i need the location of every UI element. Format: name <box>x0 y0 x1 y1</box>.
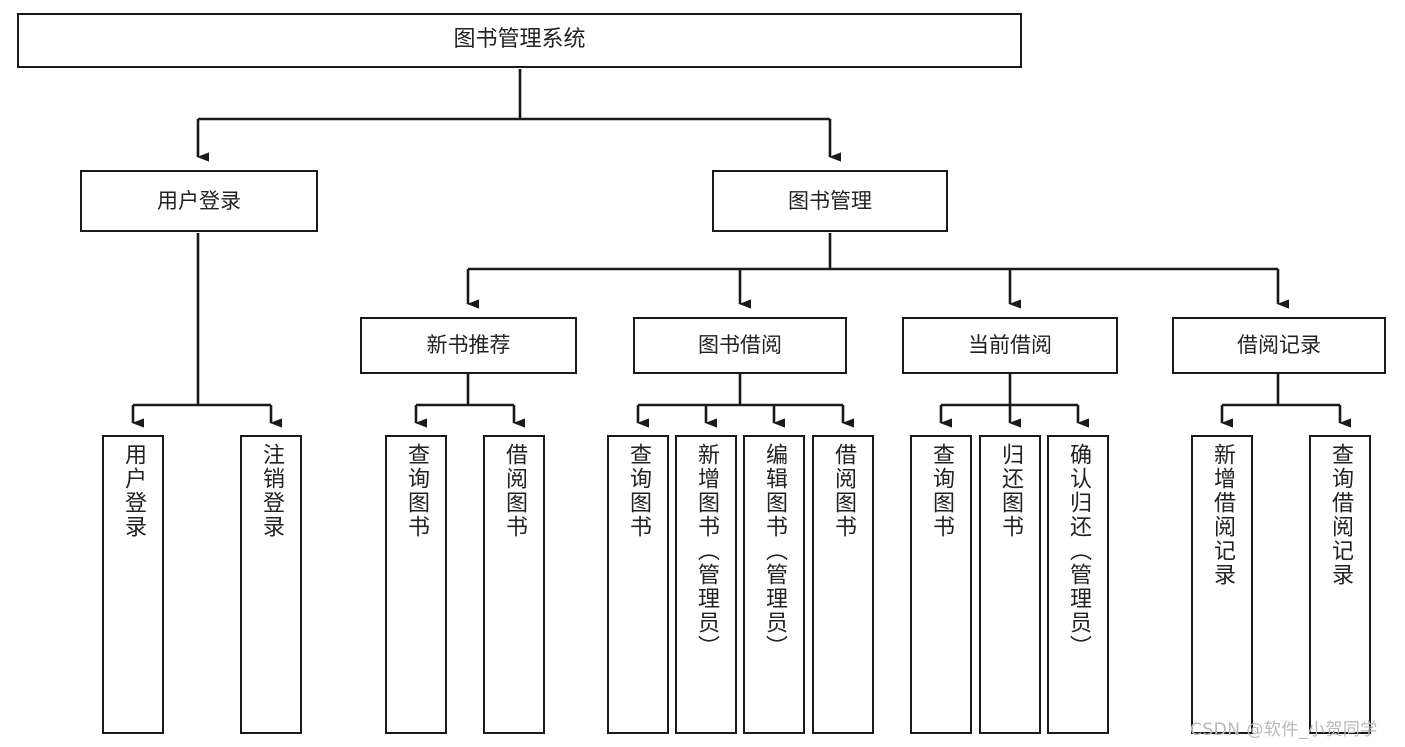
node-label: 查询图书 <box>626 443 651 539</box>
leaf-recommend-query-book[interactable]: 查询图书 <box>385 435 447 734</box>
node-label: 查询借阅记录 <box>1328 443 1353 587</box>
node-book-management[interactable]: 图书管理 <box>712 170 948 232</box>
node-label: 新增图书（管理员） <box>694 443 719 659</box>
leaf-recommend-borrow-book[interactable]: 借阅图书 <box>483 435 545 734</box>
node-label: 图书管理系统 <box>453 27 586 53</box>
node-user-login[interactable]: 用户登录 <box>80 170 318 232</box>
node-label: 当前借阅 <box>968 333 1052 358</box>
node-label: 归还图书 <box>998 443 1023 539</box>
node-label: 借阅图书 <box>502 443 527 539</box>
node-label: 编辑图书（管理员） <box>762 443 787 659</box>
leaf-borrow-query-book[interactable]: 查询图书 <box>607 435 669 734</box>
node-label: 查询图书 <box>929 443 954 539</box>
node-borrow-record[interactable]: 借阅记录 <box>1172 317 1386 374</box>
leaf-current-confirm-return-admin[interactable]: 确认归还（管理员） <box>1047 435 1109 734</box>
node-label: 新书推荐 <box>426 333 511 358</box>
leaf-borrow-borrow-book[interactable]: 借阅图书 <box>812 435 874 734</box>
node-label: 图书借阅 <box>698 333 782 358</box>
node-root-system[interactable]: 图书管理系统 <box>17 13 1022 68</box>
node-current-borrow[interactable]: 当前借阅 <box>902 317 1118 374</box>
node-label: 图书管理 <box>788 188 872 213</box>
leaf-record-add-record[interactable]: 新增借阅记录 <box>1191 435 1253 734</box>
node-book-borrow[interactable]: 图书借阅 <box>633 317 847 374</box>
leaf-current-query-book[interactable]: 查询图书 <box>910 435 972 734</box>
node-new-book-recommend[interactable]: 新书推荐 <box>360 317 577 374</box>
node-label: 用户登录 <box>157 188 241 213</box>
leaf-current-return-book[interactable]: 归还图书 <box>979 435 1041 734</box>
node-label: 借阅图书 <box>831 443 856 539</box>
node-label: 注销登录 <box>259 443 284 539</box>
leaf-user-login-logout[interactable]: 注销登录 <box>240 435 302 734</box>
leaf-record-query-record[interactable]: 查询借阅记录 <box>1309 435 1371 734</box>
node-label: 用户登录 <box>121 443 146 539</box>
leaf-borrow-edit-book-admin[interactable]: 编辑图书（管理员） <box>743 435 805 734</box>
node-label: 借阅记录 <box>1237 333 1321 358</box>
node-label: 新增借阅记录 <box>1210 443 1235 587</box>
watermark-text: CSDN @软件_小贺同学 <box>1190 720 1378 740</box>
node-label: 确认归还（管理员） <box>1066 443 1091 659</box>
leaf-borrow-add-book-admin[interactable]: 新增图书（管理员） <box>675 435 737 734</box>
leaf-user-login-login[interactable]: 用户登录 <box>102 435 164 734</box>
node-label: 查询图书 <box>404 443 429 539</box>
